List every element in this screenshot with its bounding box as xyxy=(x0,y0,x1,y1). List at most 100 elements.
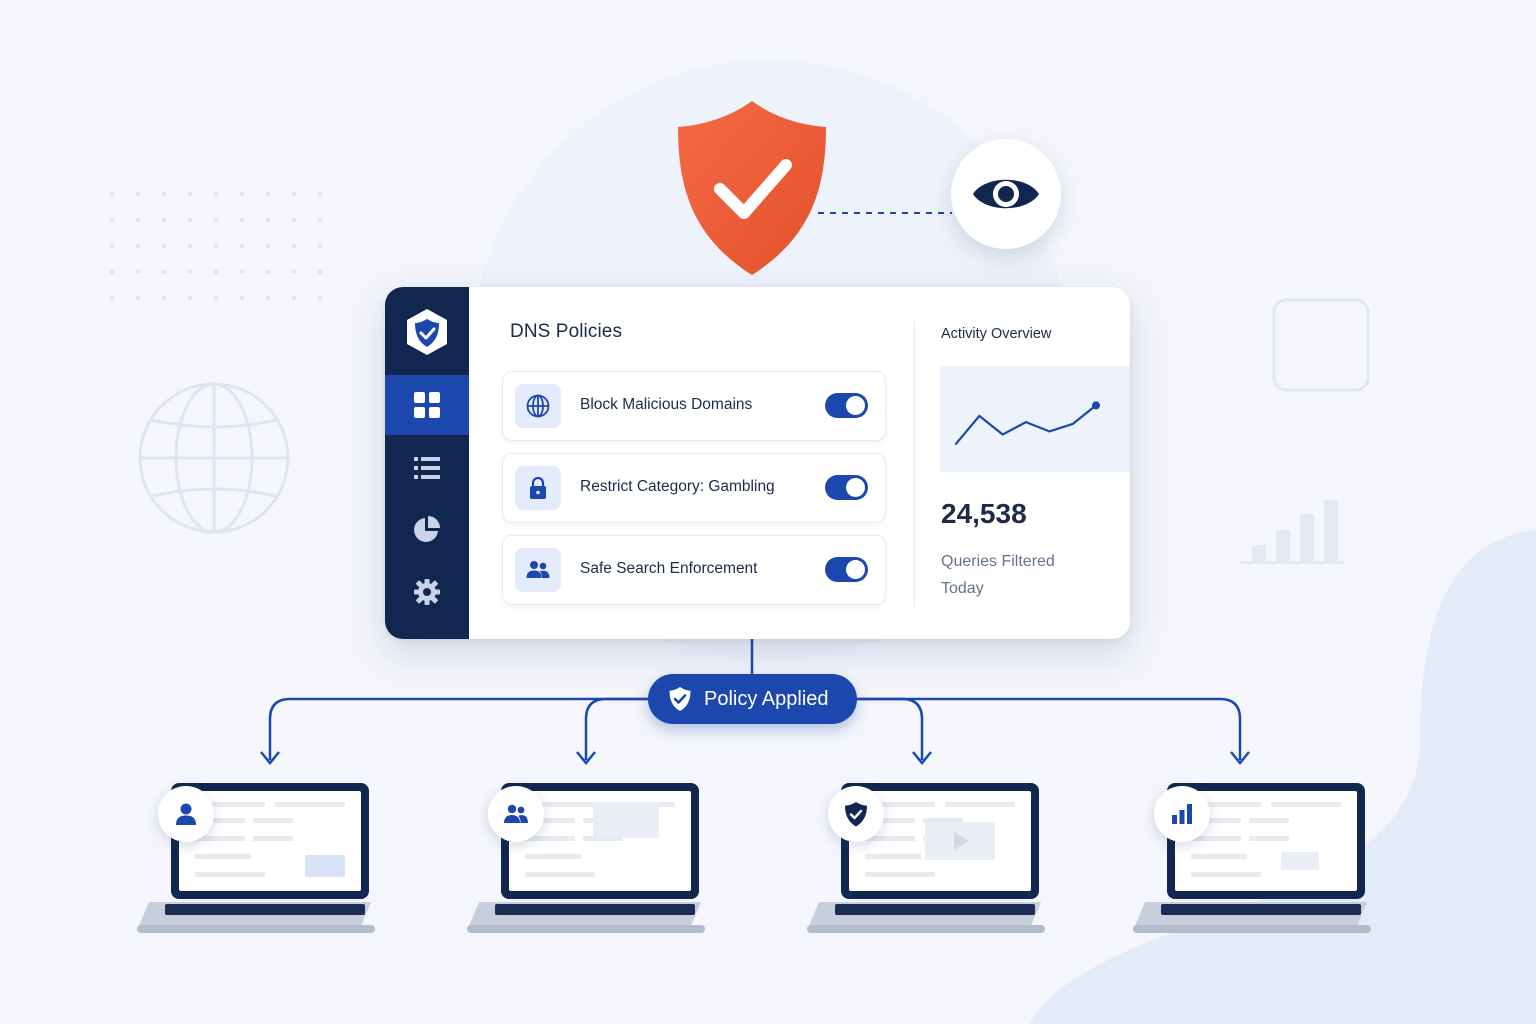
decor-dot xyxy=(135,243,141,249)
decor-dot xyxy=(161,243,167,249)
device-laptop[interactable] xyxy=(135,780,377,940)
decor-dot xyxy=(161,217,167,223)
activity-sparkline-chart xyxy=(940,366,1130,472)
laptop-icon xyxy=(467,783,705,933)
device-type-badge xyxy=(158,786,214,842)
device-laptop[interactable] xyxy=(805,780,1047,940)
decor-dot xyxy=(161,191,167,197)
decor-dot xyxy=(213,269,219,275)
bar-chart-icon xyxy=(1172,804,1192,824)
lock-icon xyxy=(530,476,546,499)
decor-dot xyxy=(161,269,167,275)
decor-dot xyxy=(109,269,115,275)
decor-dot xyxy=(109,191,115,197)
policy-connectors xyxy=(260,639,1250,765)
decor-dot xyxy=(239,269,245,275)
decor-dot xyxy=(135,269,141,275)
decor-dot xyxy=(317,295,323,301)
sidebar-item-list[interactable] xyxy=(385,438,469,498)
decor-dot xyxy=(213,191,219,197)
decor-dot xyxy=(213,217,219,223)
sidebar xyxy=(385,287,469,639)
decor-dot xyxy=(187,217,193,223)
globe-icon xyxy=(526,394,550,418)
decor-dot xyxy=(291,295,297,301)
decor-dot xyxy=(239,243,245,249)
decor-dot xyxy=(239,217,245,223)
square-decor xyxy=(1272,298,1370,392)
sparkline-end-point xyxy=(1092,401,1100,410)
decor-dot xyxy=(317,191,323,197)
device-type-badge xyxy=(1154,786,1210,842)
decor-dot xyxy=(265,217,271,223)
laptop-icon xyxy=(1133,783,1371,933)
policy-row-block-malicious[interactable]: Block Malicious Domains xyxy=(502,371,886,441)
policy-icon-tile xyxy=(515,466,561,510)
gear-icon xyxy=(414,579,440,605)
shield-check-icon xyxy=(407,309,447,355)
policy-applied-badge[interactable]: Policy Applied xyxy=(648,674,857,724)
decor-dot xyxy=(317,269,323,275)
decor-dot xyxy=(187,191,193,197)
decor-dot xyxy=(265,243,271,249)
badge-label: Policy Applied xyxy=(704,688,829,710)
device-laptop[interactable] xyxy=(465,780,707,940)
decor-dot xyxy=(265,269,271,275)
shield-check-icon xyxy=(845,802,867,827)
decor-dot xyxy=(291,217,297,223)
laptop-icon xyxy=(807,783,1045,933)
policy-label: Block Malicious Domains xyxy=(580,396,753,413)
sidebar-item-reports[interactable] xyxy=(385,499,469,559)
decor-dot xyxy=(109,217,115,223)
divider xyxy=(914,321,915,607)
laptop-icon xyxy=(137,783,375,933)
decor-dot xyxy=(187,269,193,275)
policy-row-safe-search[interactable]: Safe Search Enforcement xyxy=(502,535,886,605)
policy-label: Restrict Category: Gambling xyxy=(580,478,775,495)
shield-check-icon xyxy=(669,687,691,711)
decor-dot xyxy=(187,295,193,301)
policy-icon-tile xyxy=(515,384,561,428)
section-title: DNS Policies xyxy=(510,321,623,342)
decor-dot xyxy=(291,243,297,249)
policy-row-restrict-gambling[interactable]: Restrict Category: Gambling xyxy=(502,453,886,523)
decor-dot xyxy=(265,295,271,301)
user-icon xyxy=(176,803,196,825)
pie-chart-icon xyxy=(414,516,440,542)
monitoring-eye-button xyxy=(951,139,1061,249)
policy-toggle[interactable] xyxy=(825,475,868,500)
decor-dot xyxy=(291,269,297,275)
globe-decor-icon xyxy=(138,382,290,534)
decor-dot xyxy=(213,243,219,249)
decor-dot xyxy=(239,295,245,301)
decor-dot xyxy=(135,295,141,301)
policy-toggle[interactable] xyxy=(825,557,868,582)
decor-dot xyxy=(109,295,115,301)
decor-dot xyxy=(239,191,245,197)
decor-dot xyxy=(291,191,297,197)
list-icon xyxy=(414,457,440,479)
dot-grid xyxy=(109,191,323,301)
decor-dot xyxy=(187,243,193,249)
hero-shield-check-icon xyxy=(678,101,826,275)
users-icon xyxy=(504,804,528,823)
policy-icon-tile xyxy=(515,548,561,592)
decor-dot xyxy=(161,295,167,301)
device-type-badge xyxy=(828,786,884,842)
decor-dot xyxy=(265,191,271,197)
dashboard-grid-icon xyxy=(414,392,440,418)
policy-toggle[interactable] xyxy=(825,393,868,418)
eye-icon xyxy=(973,179,1039,209)
users-icon xyxy=(526,561,550,578)
device-laptop[interactable] xyxy=(1131,780,1373,940)
decor-dot xyxy=(317,243,323,249)
queries-label: Queries Filtered Today xyxy=(941,553,1055,597)
device-type-badge xyxy=(488,786,544,842)
decor-dot xyxy=(135,217,141,223)
queries-count: 24,538 xyxy=(941,498,1027,529)
sidebar-item-settings[interactable] xyxy=(385,562,469,622)
activity-title: Activity Overview xyxy=(941,326,1052,342)
sparkline-line xyxy=(954,404,1098,445)
sidebar-item-dashboard[interactable] xyxy=(385,375,469,435)
decor-dot xyxy=(135,191,141,197)
